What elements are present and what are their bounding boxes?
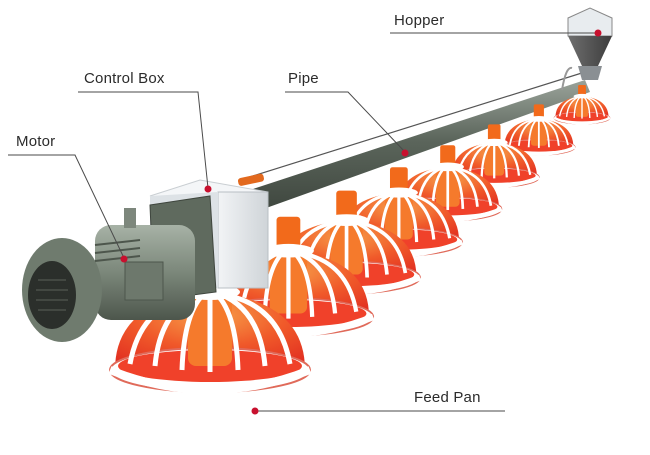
pipe-label: Pipe xyxy=(288,70,319,87)
feed-pan-marker-dot xyxy=(251,407,259,415)
motor-label: Motor xyxy=(16,133,56,150)
leader-lines xyxy=(8,32,598,412)
pipe-marker-dot xyxy=(401,149,409,157)
marker-dots xyxy=(120,29,602,415)
feed-pan xyxy=(553,84,611,125)
motor-leader-line xyxy=(8,154,125,259)
winch-spring-icon xyxy=(237,173,264,186)
control-box-marker-dot xyxy=(204,185,212,193)
suspension-wire xyxy=(239,71,586,181)
control-box-leader-line xyxy=(78,91,209,189)
pipe xyxy=(250,80,590,212)
motor-marker-dot xyxy=(120,255,128,263)
control-box-label: Control Box xyxy=(84,70,165,87)
hopper-marker-dot xyxy=(594,29,602,37)
feed-pan-label: Feed Pan xyxy=(414,389,481,406)
hopper xyxy=(561,7,613,91)
feed-pan xyxy=(501,104,576,156)
pipe-leader-line xyxy=(285,91,406,153)
hopper-label: Hopper xyxy=(394,12,445,29)
